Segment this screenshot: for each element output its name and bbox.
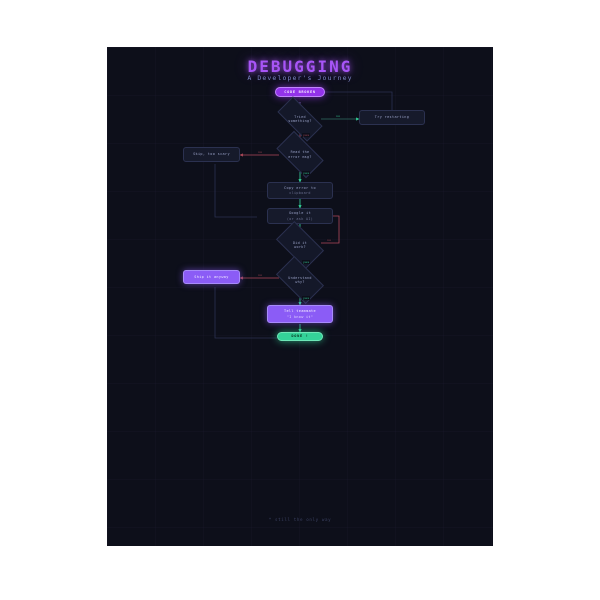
node-label: Copy error to [284,185,316,190]
node-sublabel: clipboard [289,191,311,196]
node-sublabel: "I know it" [286,314,314,319]
edge-label-didwork-no: no [326,238,333,242]
edge-label-tried-yes: yes [302,133,311,137]
node-label: Tried something? [288,114,312,123]
node-label: Google it [288,211,312,216]
footer-note: * still the only way [268,517,332,522]
node-label: Read the error msg? [288,150,312,159]
node-label: Skip, too scary [193,152,230,157]
edge-label-read-no: no [257,150,264,154]
node-copy-error[interactable]: Copy error to clipboard [267,182,333,199]
node-label: Ship it anyway [194,274,229,279]
node-label: DONE ! [291,334,309,339]
edge-label-understand-yes: yes [302,296,311,300]
edge-label-understand-no: no [257,273,264,277]
node-skip-too-scary[interactable]: Skip, too scary [183,147,240,162]
node-code-broken[interactable]: CODE BROKEN [275,87,325,97]
node-try-restarting[interactable]: Try restarting [359,110,425,125]
edge-label-didwork-yes: yes [302,260,311,264]
node-label: CODE BROKEN [284,89,316,94]
node-google-it[interactable]: Google it (or ask AI) [267,208,333,224]
node-label: Understand why? [288,275,312,284]
edge-label-tried-no: no [335,114,342,118]
edge-label-read-yes: yes [302,171,311,175]
node-sublabel: (or ask AI) [286,216,314,221]
node-label: Try restarting [374,115,410,120]
node-tried-something[interactable]: Tried something? [277,96,323,142]
node-label: Did it work? [292,240,308,249]
node-did-it-work[interactable]: Did it work? [275,220,325,270]
node-read-error-msg[interactable]: Read the error msg? [276,130,324,179]
poster-canvas: DEBUGGING A Developer's Journey [107,47,493,546]
node-tell-teammate[interactable]: Tell teammate "I know it" [267,305,333,323]
page-subtitle: A Developer's Journey [247,74,353,82]
node-done[interactable]: DONE ! [277,332,323,341]
page-title: DEBUGGING [247,57,353,76]
node-label: Tell teammate [284,309,316,314]
node-understand-why[interactable]: Understand why? [275,255,325,305]
node-ship-it-anyway[interactable]: Ship it anyway [183,270,240,284]
